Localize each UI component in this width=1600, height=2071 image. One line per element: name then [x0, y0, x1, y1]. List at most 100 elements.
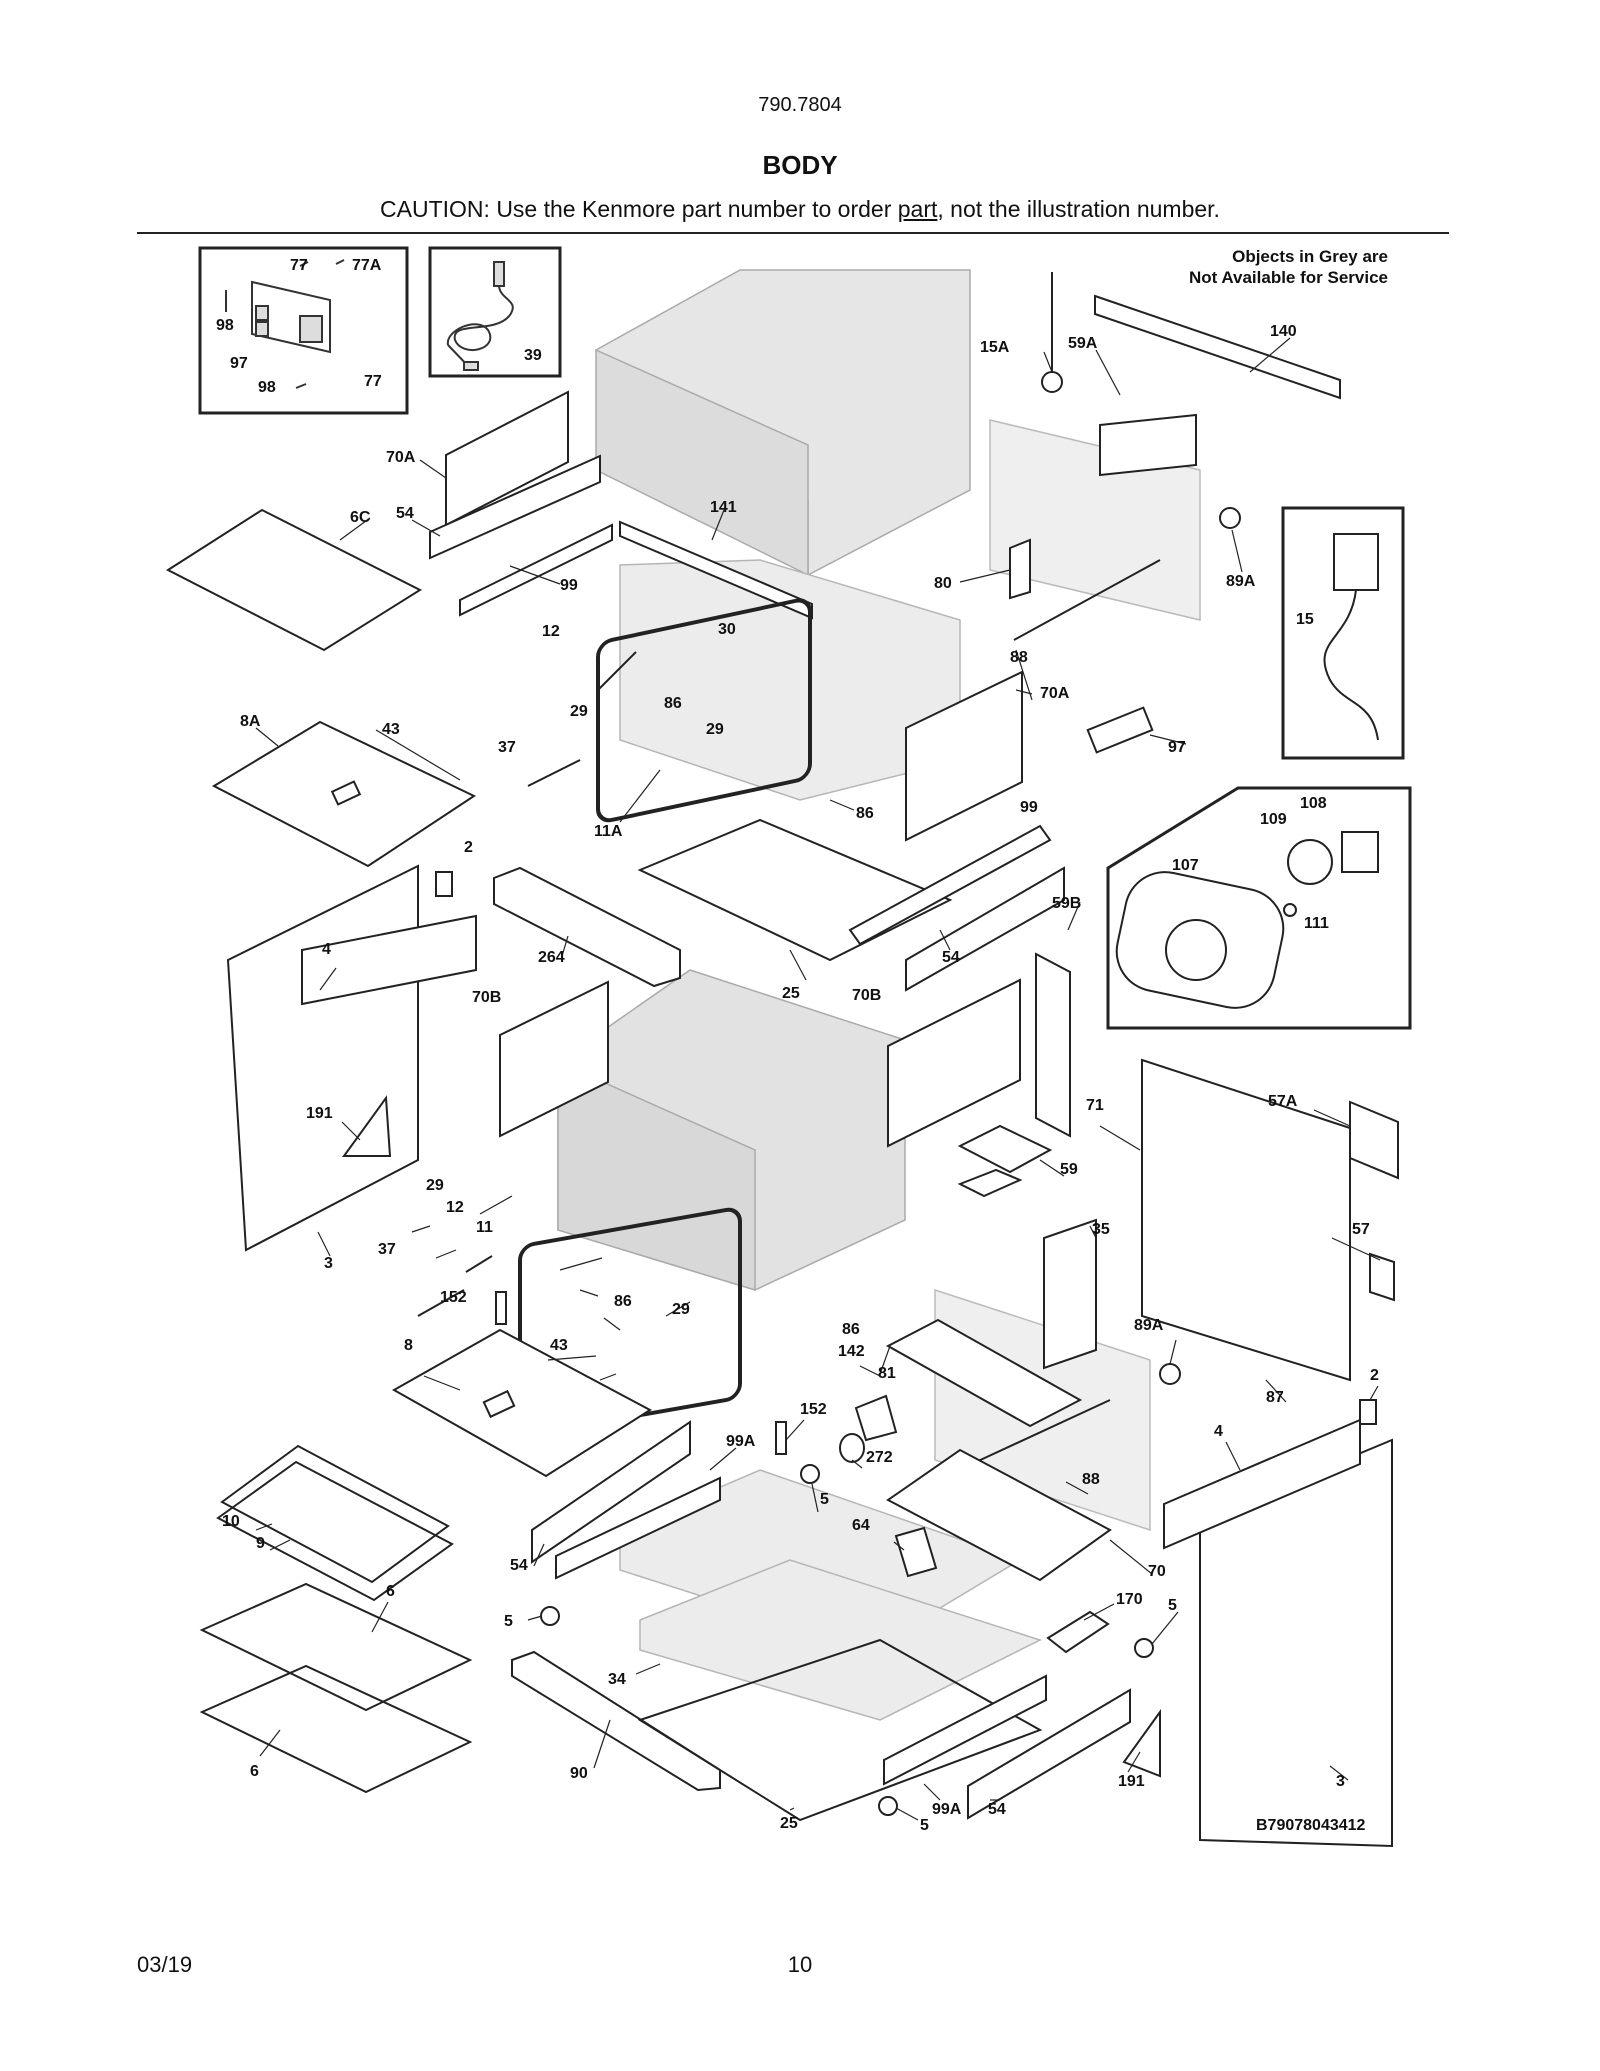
callout-54-lower-left: 54: [510, 1557, 528, 1574]
callout-2-lower: 2: [1370, 1367, 1379, 1384]
wire-88-upper: [1013, 559, 1161, 641]
callout-59b: 59B: [1052, 895, 1081, 912]
light-37-lower: [417, 1289, 465, 1317]
callout-4-left: 4: [322, 941, 331, 958]
probe-12-upper: [597, 651, 637, 691]
callout-6-lower: 6: [250, 1763, 259, 1780]
rack-slide-99-upper: [459, 523, 613, 617]
callout-3-right: 3: [1336, 1773, 1345, 1790]
callout-10: 10: [222, 1513, 240, 1530]
callout-29-mid-left: 29: [426, 1177, 444, 1194]
duct-59b: [1035, 952, 1071, 1138]
callout-86-right: 86: [856, 805, 874, 822]
callout-70a-upper: 70A: [386, 449, 416, 466]
grey-lower-tray: [619, 1469, 1042, 1721]
leader-lines: [255, 337, 1381, 1821]
sensor-89a-upper: [1219, 507, 1241, 529]
leveler-5c: [1134, 1638, 1154, 1658]
bracket-59a: [1099, 413, 1197, 477]
bottom-trim-90: [511, 1650, 721, 1792]
grey-lower-wrapper: [557, 969, 906, 1292]
side-trim-54-right-upper: [905, 866, 1065, 992]
callout-71: 71: [1086, 1097, 1104, 1114]
sensor-15a: [1041, 371, 1063, 393]
callout-30: 30: [718, 621, 736, 638]
duct-35: [1043, 1218, 1097, 1370]
callout-59a: 59A: [1068, 335, 1098, 352]
caution-note: CAUTION: Use the Kenmore part number to …: [0, 196, 1600, 223]
grey-note-line-2: Not Available for Service: [1188, 268, 1388, 287]
callout-99a-lower: 99A: [932, 1801, 962, 1818]
wire-harness-part: [446, 261, 514, 371]
callout-64: 64: [852, 1517, 870, 1534]
callout-107: 107: [1172, 857, 1199, 874]
callout-11a: 11A: [594, 823, 623, 840]
callout-70: 70: [1148, 1563, 1166, 1580]
section-title: BODY: [762, 150, 838, 180]
callout-25-lower: 25: [780, 1815, 798, 1832]
bracket-152-right: [775, 1421, 787, 1455]
callout-99-right: 99: [1020, 799, 1038, 816]
callout-25-upper: 25: [782, 985, 800, 1002]
callout-5-center: 5: [820, 1491, 829, 1508]
callout-88-upper: 88: [1010, 649, 1028, 666]
callout-6-upper: 6: [386, 1583, 395, 1600]
leveler-5d: [878, 1796, 898, 1816]
callout-170: 170: [1116, 1591, 1143, 1608]
bracket-64: [894, 1526, 938, 1578]
callout-5-left: 5: [504, 1613, 513, 1630]
callout-54-upper: 54: [396, 505, 414, 522]
insulation-panel-70b-left: [499, 980, 609, 1138]
callout-29-upper-center: 29: [706, 721, 724, 738]
callout-80: 80: [934, 575, 952, 592]
callout-99-upper: 99: [560, 577, 578, 594]
inset-boxes: [198, 246, 1412, 1030]
callout-108: 108: [1300, 795, 1327, 812]
grey-note-line-1: Objects in Grey are: [1232, 247, 1388, 266]
page-number: 10: [787, 1952, 813, 1977]
cover-57a: [1349, 1100, 1399, 1180]
bottom-tray-25-lower: [637, 1638, 1043, 1822]
part-272: [839, 1433, 865, 1463]
callout-88-lower: 88: [1082, 1471, 1100, 1488]
callout-89a-lower: 89A: [1134, 1317, 1164, 1334]
caution-suffix: , not the illustration number.: [937, 196, 1220, 222]
bottom-vent-8: [482, 1389, 516, 1419]
callout-142: 142: [838, 1343, 865, 1360]
control-board-part: [225, 259, 345, 389]
callout-86-upper: 86: [664, 695, 682, 712]
sensor-89a-lower: [1159, 1363, 1181, 1385]
bottom-tray-25-upper: [637, 818, 953, 962]
callout-8: 8: [404, 1337, 413, 1354]
leveler-5b: [800, 1464, 820, 1484]
display-cable-15: [1323, 589, 1379, 741]
duct-plate-59: [957, 1168, 1023, 1198]
callout-39: 39: [524, 347, 542, 364]
callout-87: 87: [1266, 1389, 1284, 1406]
callout-97: 97: [1168, 739, 1186, 756]
oven-rack-6c: [165, 508, 423, 652]
side-trim-54-upper: [429, 454, 601, 560]
callout-4-right: 4: [1214, 1423, 1223, 1440]
callout-labels: 77 77A 98 97 98 77 39 15A 59A 140 70A 6C…: [216, 257, 1379, 1834]
figure-code: B79078043412: [1256, 1817, 1366, 1834]
callout-29-lower: 29: [672, 1301, 690, 1318]
footer-date: 03/19: [137, 1952, 193, 1977]
oven-rack-6-upper: [199, 1582, 473, 1712]
callout-37-upper: 37: [498, 739, 516, 756]
callout-6c: 6C: [350, 509, 371, 526]
grey-upper-wrapper: [595, 269, 971, 577]
callout-86-lower-center: 86: [614, 1293, 632, 1310]
callout-97-inset: 97: [230, 355, 248, 372]
inset-display-module: [1281, 506, 1405, 760]
callout-90: 90: [570, 1765, 588, 1782]
callout-5-bottom: 5: [920, 1817, 929, 1834]
side-bracket-4-right: [1163, 1418, 1361, 1550]
bracket-152-left: [495, 1291, 507, 1325]
display-module-15: [1333, 533, 1379, 591]
callout-35: 35: [1092, 1221, 1110, 1238]
rear-panel-71: [1141, 1058, 1351, 1382]
callout-272: 272: [866, 1449, 893, 1466]
callout-99a-upper: 99A: [726, 1433, 756, 1450]
